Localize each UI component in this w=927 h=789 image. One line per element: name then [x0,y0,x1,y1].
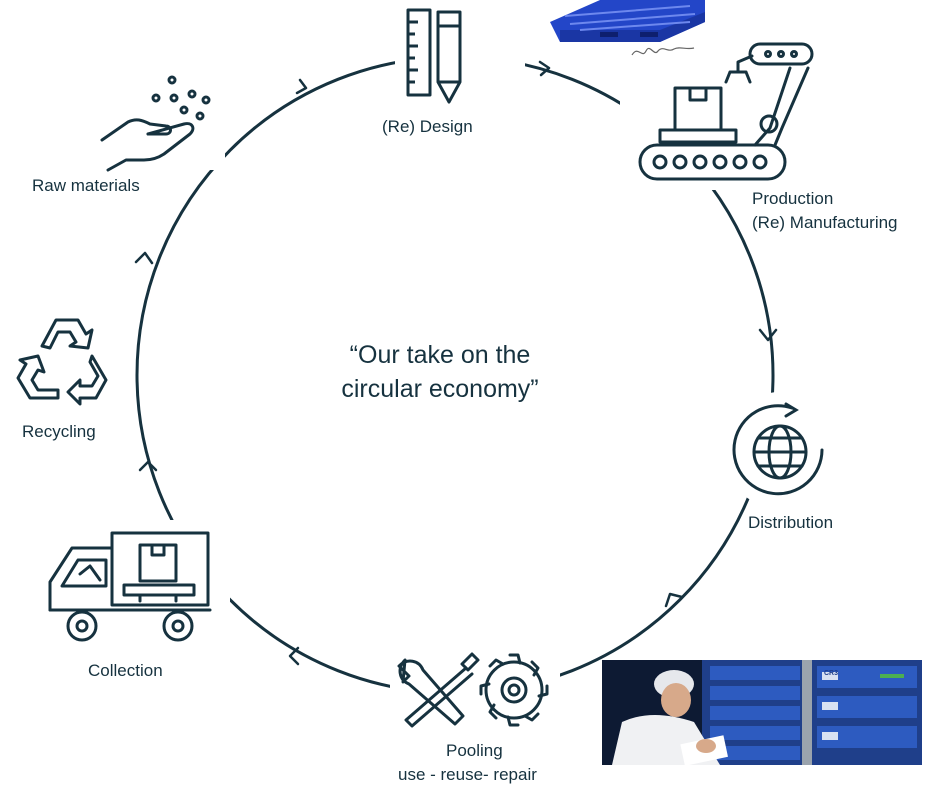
arrow-right [758,328,778,342]
truck-icon [48,531,212,642]
arrow-top-right [538,60,551,77]
pallet-photo [550,0,705,42]
hand-particles-icon [100,75,211,172]
stage-production-label: Production [752,189,834,208]
arrow-bottom-left [288,646,300,666]
photo-badge-label: CR3 [824,670,839,677]
signature-mark [631,47,695,56]
stage-remanufacturing-label: (Re) Manufacturing [752,213,898,232]
arrow-left-low [138,460,158,472]
tools-gear-icon [397,652,549,728]
stage-pooling-sub-label: use - reuse- repair [398,765,537,784]
stage-collection-label: Collection [88,661,163,680]
arrow-left-high [134,251,154,265]
stage-recycling-label: Recycling [22,422,96,441]
pencil-ruler-icon [406,8,462,104]
robot-arm-conveyor-icon [638,42,814,181]
stage-pooling-label: Pooling [446,741,503,760]
stage-design-label: (Re) Design [382,117,473,136]
globe-cycle-icon [732,402,824,496]
recycle-icon [16,318,108,406]
stage-distribution-label: Distribution [748,513,834,532]
center-caption-line-1: “Our take on the [349,341,531,369]
warehouse-photo-drawing [602,660,922,765]
center-caption-line-2: circular economy” [341,375,539,403]
arrow-top-left [295,78,308,95]
center-caption: “Our take on the circular economy” [240,338,640,406]
arrow-bottom-right [664,592,684,608]
stage-raw-materials-label: Raw materials [32,176,140,195]
warehouse-photo: CR3 [602,660,922,765]
cycle-arrows [134,60,778,666]
